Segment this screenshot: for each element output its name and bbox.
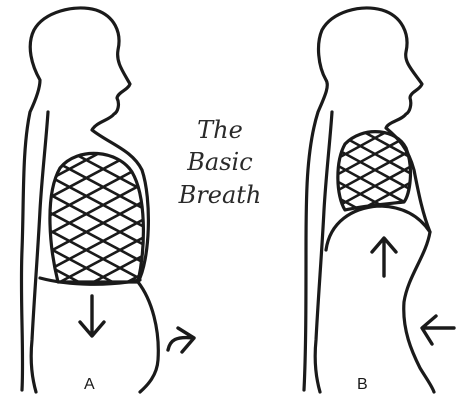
figure-b-inward-arrow — [422, 316, 454, 344]
title-line-3: Breath — [178, 181, 262, 209]
figure-b-up-arrow — [372, 238, 396, 276]
figure-b: B — [304, 8, 454, 393]
panel-a-label: A — [84, 376, 95, 393]
figure-a: A — [21, 8, 194, 393]
figure-a-down-arrow — [80, 296, 104, 336]
panel-b-label: B — [357, 376, 368, 393]
diagram-title: The Basic Breath — [178, 116, 262, 209]
title-line-1: The — [197, 116, 243, 144]
figure-a-outward-arrow — [168, 328, 194, 352]
title-line-2: Basic — [186, 148, 252, 176]
figure-a-spine — [31, 112, 48, 392]
figure-b-spine — [315, 112, 332, 392]
